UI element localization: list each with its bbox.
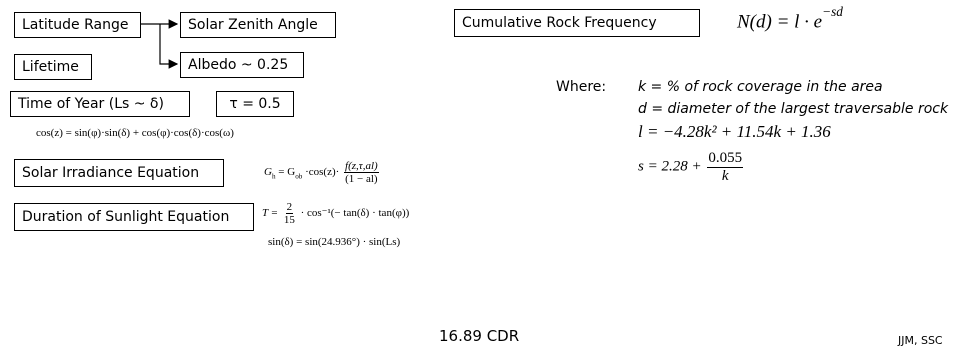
footer-right-text: JJM, SSC <box>898 334 943 347</box>
sin-delta-equation: sin(δ) = sin(24.936°) · sin(Ls) <box>268 236 401 248</box>
gh-denominator: (1 − al) <box>345 173 378 186</box>
k-definition: k = % of rock coverage in the area <box>638 79 883 95</box>
gh-fraction: f(z,τ,al) (1 − al) <box>344 160 379 185</box>
gh-lhs: G <box>264 166 272 179</box>
gh-numerator: f(z,τ,al) <box>344 160 379 174</box>
s-equation: s = 2.28 + 0.055 k <box>638 150 745 184</box>
d-definition: d = diameter of the largest traversable … <box>638 101 949 117</box>
t-denominator: 15 <box>283 214 295 227</box>
footer-center-text: 16.89 CDR <box>439 327 520 345</box>
s-numerator: 0.055 <box>707 150 744 168</box>
gh-mid-sub: ob <box>295 172 303 181</box>
rock-frequency-equation: N(d) = l · e−sd <box>737 4 843 33</box>
s-fraction: 0.055 k <box>707 150 744 184</box>
lifetime-label: Lifetime <box>22 59 79 75</box>
tau-label: τ = 0.5 <box>229 96 281 112</box>
s-denominator: k <box>721 167 729 184</box>
nd-exponent: −sd <box>822 4 843 19</box>
t-fraction: 2 15 <box>283 201 296 226</box>
time-of-year-label: Time of Year (Ls ~ δ) <box>18 96 164 112</box>
duration-sunlight-box: Duration of Sunlight Equation <box>14 203 254 231</box>
gh-lhs-sub: h <box>271 172 276 181</box>
latitude-range-box: Latitude Range <box>14 12 141 38</box>
duration-equation: T = 2 15 · cos⁻¹(− tan(δ) · tan(φ)) <box>262 201 409 226</box>
nd-text: N(d) = l · e <box>737 11 823 33</box>
solar-irradiance-box: Solar Irradiance Equation <box>14 159 224 187</box>
gh-mid2: ·cos(z)· <box>305 166 340 179</box>
albedo-label: Albedo ~ 0.25 <box>188 57 289 73</box>
where-label: Where: <box>556 79 607 95</box>
lifetime-box: Lifetime <box>14 54 92 80</box>
tau-box: τ = 0.5 <box>216 91 294 117</box>
cos-z-equation: cos(z) = sin(φ)·sin(δ) + cos(φ)·cos(δ)·c… <box>36 127 234 139</box>
irradiance-equation: Gh = Gob ·cos(z)· f(z,τ,al) (1 − al) <box>264 160 381 185</box>
solar-irradiance-label: Solar Irradiance Equation <box>22 165 200 181</box>
time-of-year-box: Time of Year (Ls ~ δ) <box>10 91 190 117</box>
t-rhs: · cos⁻¹(− tan(δ) · tan(φ)) <box>300 207 410 220</box>
cumulative-rock-frequency-box: Cumulative Rock Frequency <box>454 9 700 37</box>
solar-zenith-angle-box: Solar Zenith Angle <box>180 12 336 38</box>
gh-mid: = G <box>278 166 296 179</box>
latitude-range-label: Latitude Range <box>22 17 129 33</box>
albedo-box: Albedo ~ 0.25 <box>180 52 304 78</box>
duration-sunlight-label: Duration of Sunlight Equation <box>22 209 230 225</box>
cumulative-rock-frequency-label: Cumulative Rock Frequency <box>462 15 657 31</box>
t-numerator: 2 <box>285 201 294 215</box>
t-lhs: T = <box>262 207 279 220</box>
arrow-latitude-to-albedo <box>159 24 179 69</box>
solar-zenith-angle-label: Solar Zenith Angle <box>188 17 318 33</box>
s-lhs: s = 2.28 + <box>638 158 702 175</box>
l-equation: l = −4.28k² + 11.54k + 1.36 <box>638 122 831 141</box>
